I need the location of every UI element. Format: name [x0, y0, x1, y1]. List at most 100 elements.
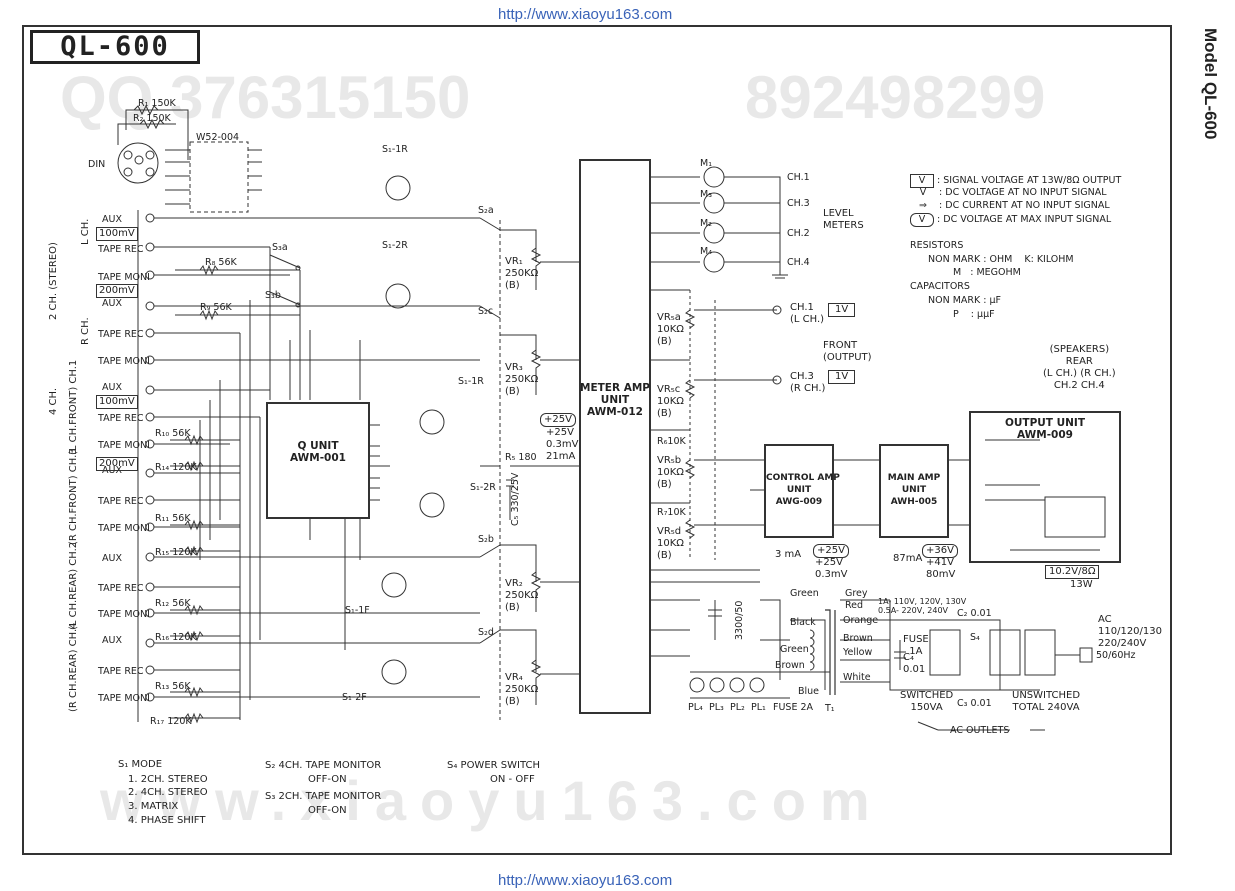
- s3a-label: S₃a: [272, 242, 288, 253]
- legend-capacitors: CAPACITORS: [910, 281, 970, 292]
- r16-label: R₁₆ 120K: [155, 632, 197, 643]
- switched-label: SWITCHED 150VA: [900, 690, 954, 713]
- v1-box-a: 1V: [828, 303, 856, 317]
- output-unit-label: OUTPUT UNIT AWM-009: [1004, 417, 1086, 441]
- legend-dcmax: V : DC VOLTAGE AT MAX INPUT SIGNAL: [910, 213, 1111, 227]
- legend-v-box: V: [910, 174, 934, 188]
- legend-resistors: RESISTORS: [910, 240, 964, 251]
- group-ch4: (R CH.REAR) CH.4: [68, 622, 79, 712]
- aux-ch2: AUX: [102, 553, 122, 564]
- r13-label: R₁₃ 56K: [155, 681, 191, 692]
- pl4-label: PL₄: [688, 702, 703, 713]
- din-label: DIN: [88, 159, 105, 170]
- r6-label: R₆10K: [657, 436, 686, 447]
- s2d-label: S₂d: [478, 627, 494, 638]
- c5-label: C₅ 330/25V: [510, 472, 521, 526]
- note-s1-item2: 2. 4CH. STEREO: [128, 787, 208, 798]
- orange-wire: Orange: [843, 615, 878, 626]
- s3b-label: S₃b: [265, 290, 281, 301]
- bottom-url[interactable]: http://www.xiaoyu163.com: [498, 872, 673, 889]
- ch2-meter: CH.2: [787, 228, 810, 239]
- speakers-label: (SPEAKERS) REAR (L CH.) (R CH.) CH.2 CH.…: [1043, 344, 1116, 391]
- mode-2ch: 2 CH. (STEREO): [48, 242, 59, 320]
- blue-wire: Blue: [798, 686, 819, 697]
- legend-signal-text: : SIGNAL VOLTAGE AT 13W/8Ω OUTPUT: [937, 175, 1122, 186]
- output-voltage: 10.2V/8Ω: [1045, 565, 1100, 579]
- aux-r: AUX: [102, 298, 122, 309]
- ch1-meter: CH.1: [787, 172, 810, 183]
- legend-v: V: [919, 187, 927, 198]
- group-l-ch: L CH.: [80, 218, 91, 245]
- watermark-qq: QQ 376315150: [60, 64, 470, 131]
- taperec-ch1: TAPE REC: [97, 413, 144, 424]
- mode-4ch: 4 CH.: [48, 387, 59, 415]
- r14-label: R₁₄ 120K: [155, 462, 197, 473]
- s1-1r-top: S₁-1R: [382, 144, 408, 155]
- ac-outlets: AC OUTLETS: [950, 725, 1009, 736]
- m3-label: M₃: [700, 189, 712, 200]
- s1-2f: S₁-2F: [342, 692, 367, 703]
- green-wire: Green: [790, 588, 819, 599]
- tapemoni-ch3: TAPE MONI: [97, 523, 150, 534]
- tapemoni-r: TAPE MONI: [97, 356, 150, 367]
- pl1-label: PL₁: [751, 702, 766, 713]
- s2a-label: S₂a: [478, 205, 494, 216]
- red-wire: Red: [845, 600, 863, 611]
- fuse-1a: FUSE 1A: [903, 634, 929, 657]
- legend-dcmax-text: : DC VOLTAGE AT MAX INPUT SIGNAL: [937, 214, 1112, 225]
- aux-l: AUX: [102, 214, 122, 225]
- r11-label: R₁₁ 56K: [155, 513, 191, 524]
- r1-label: R₁ 150K: [138, 98, 177, 109]
- ctrl-ma: 3 mA: [775, 549, 802, 560]
- v1-box-b: 1V: [828, 370, 856, 384]
- group-ch2: (L CH.REAR) CH.2: [68, 541, 79, 630]
- front-output-label: FRONT (OUTPUT): [823, 340, 872, 363]
- tapemoni-l: TAPE MONI: [97, 272, 150, 283]
- group-r-ch: R CH.: [80, 317, 91, 345]
- r10-label: R₁₀ 56K: [155, 428, 191, 439]
- wiring: [117, 104, 1121, 731]
- vr5c-label: VR₅c 10KΩ (B): [657, 384, 684, 419]
- ctrl-v-values: +25V 0.3mV: [815, 557, 848, 580]
- level-meters-label: LEVEL METERS: [823, 208, 864, 231]
- ch1-out-label: CH.1 (L CH.): [790, 302, 825, 325]
- labels: DIN W52-004 R₁ 150K R₂ 150K AUX TAPE REC…: [88, 98, 1136, 736]
- s1-1r-mid: S₁-1R: [458, 376, 484, 387]
- s4-label: S₄: [970, 632, 980, 643]
- c3-label: C₃ 0.01: [957, 698, 992, 709]
- r12-label: R₁₂ 56K: [155, 598, 191, 609]
- s1-1f: S₁-1F: [345, 605, 370, 616]
- vr3-label: VR₃ 250KΩ (B): [505, 362, 539, 397]
- legend-res-line: NON MARK : OHM K: KILOHM: [928, 254, 1074, 265]
- white-wire: White: [843, 672, 871, 683]
- ch4-meter: CH.4: [787, 257, 810, 268]
- top-url[interactable]: http://www.xiaoyu163.com: [498, 6, 673, 23]
- level-100mv-ch: 100mV: [96, 395, 138, 409]
- s2b-label: S₂b: [478, 534, 494, 545]
- black-wire: Black: [790, 617, 816, 628]
- note-s4-b: ON - OFF: [490, 774, 535, 785]
- legend-signal: V : SIGNAL VOLTAGE AT 13W/8Ω OUTPUT: [910, 174, 1121, 188]
- c4-label: C₄ 0.01: [903, 652, 926, 675]
- vr5a-label: VR₅a 10KΩ (B): [657, 312, 684, 347]
- level-100mv: 100mV: [96, 227, 138, 241]
- note-s1: S₁ MODE: [118, 759, 163, 770]
- ctrl-v-box: +25V: [813, 544, 849, 558]
- legend-dc: V : DC VOLTAGE AT NO INPUT SIGNAL: [910, 187, 1107, 199]
- taperec-ch4: TAPE REC: [97, 666, 144, 677]
- r7-label: R₇10K: [657, 507, 686, 518]
- main-v-values: +41V 80mV: [926, 557, 956, 580]
- vr5b-label: VR₅b 10KΩ (B): [657, 455, 684, 490]
- r8-label: R₈ 56K: [205, 257, 238, 268]
- pl2-label: PL₂: [730, 702, 745, 713]
- legend-cap-line2: P : μμF: [953, 309, 995, 320]
- m2-label: M₂: [700, 218, 712, 229]
- c2-label: C₂ 0.01: [957, 608, 992, 619]
- control-amp-label: CONTROL AMP UNIT AWG-009: [766, 473, 840, 507]
- green2-wire: Green: [780, 644, 809, 655]
- aux-ch4: AUX: [102, 635, 122, 646]
- r5-label: R₅ 180: [505, 452, 537, 463]
- legend-v-oval: V: [910, 213, 934, 227]
- s1-2r-mid: S₁-2R: [470, 482, 496, 493]
- r15-label: R₁₅ 120K: [155, 547, 197, 558]
